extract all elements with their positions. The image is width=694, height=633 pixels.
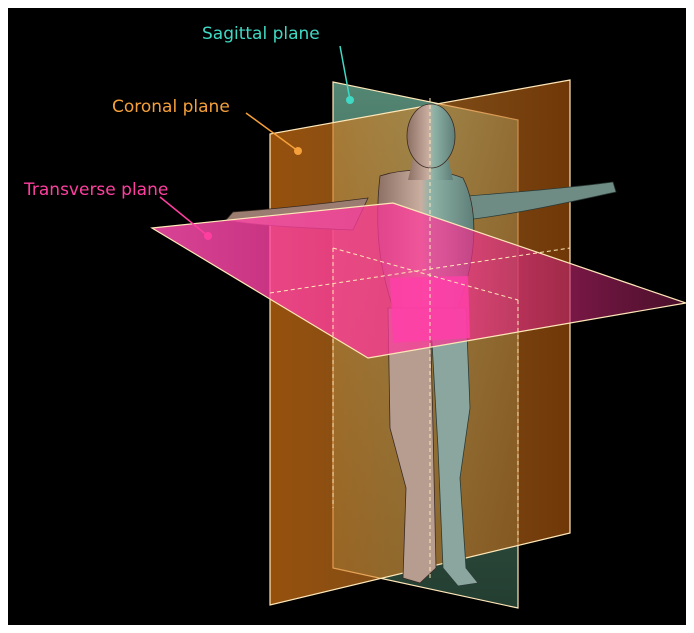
- sagittal-plane-label: Sagittal plane: [202, 24, 320, 44]
- coronal-plane-label: Coronal plane: [112, 97, 230, 117]
- coronal-marker: [294, 147, 302, 155]
- head: [407, 104, 455, 168]
- sagittal-marker: [346, 96, 354, 104]
- anatomical-planes-diagram: Sagittal plane Coronal plane Transverse …: [8, 8, 686, 625]
- transverse-plane-label: Transverse plane: [23, 180, 168, 200]
- sagittal-callout: Sagittal plane: [202, 24, 354, 104]
- diagram-frame: Sagittal plane Coronal plane Transverse …: [8, 8, 686, 625]
- transverse-marker: [204, 232, 212, 240]
